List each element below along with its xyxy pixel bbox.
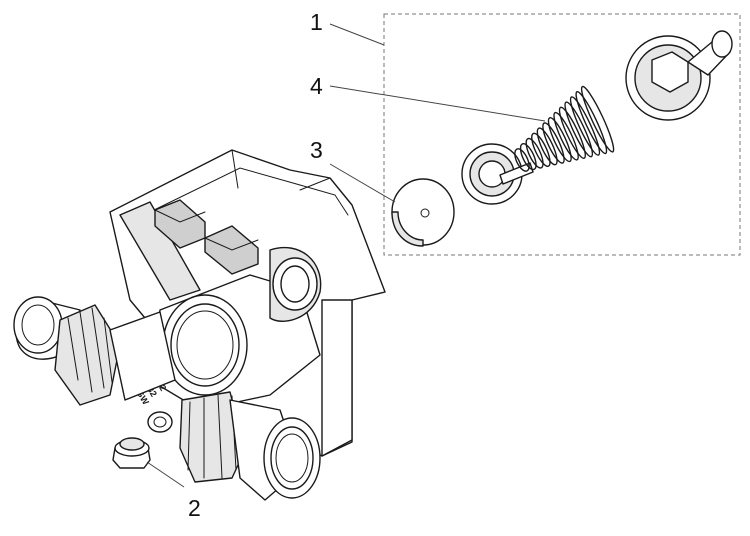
valve-body: DN 32 DN 32 DVGW bbox=[13, 149, 386, 501]
spring-coil bbox=[575, 90, 608, 155]
spring-coil bbox=[542, 122, 565, 164]
spring-coil bbox=[525, 137, 544, 169]
spring-coil bbox=[514, 148, 530, 172]
bonnet-part bbox=[625, 30, 733, 121]
disc-part bbox=[391, 178, 455, 247]
callout-2: 2 bbox=[188, 495, 201, 521]
spring-coil bbox=[531, 132, 551, 167]
lower-union-nut bbox=[179, 391, 246, 483]
spring-coil bbox=[580, 85, 615, 153]
spring-coil bbox=[553, 111, 579, 161]
callout-4: 4 bbox=[310, 73, 323, 99]
left-union-nut bbox=[54, 304, 121, 406]
callout-1: 1 bbox=[310, 9, 323, 35]
spring-coil bbox=[558, 106, 586, 159]
spring-valve-part bbox=[461, 85, 615, 205]
leader-4 bbox=[329, 85, 546, 122]
spring-coil bbox=[569, 96, 601, 156]
spring-coils bbox=[514, 85, 615, 172]
spring-coil bbox=[519, 143, 537, 171]
spring-coil bbox=[536, 127, 558, 166]
callout-3: 3 bbox=[310, 137, 323, 163]
leader-3 bbox=[329, 163, 396, 203]
leader-2 bbox=[146, 461, 185, 488]
drain-plug-part bbox=[112, 437, 151, 469]
spring-coil bbox=[547, 117, 572, 163]
leader-1 bbox=[329, 23, 385, 46]
spring-coil bbox=[564, 101, 594, 158]
kit-dashed-box bbox=[383, 13, 741, 256]
